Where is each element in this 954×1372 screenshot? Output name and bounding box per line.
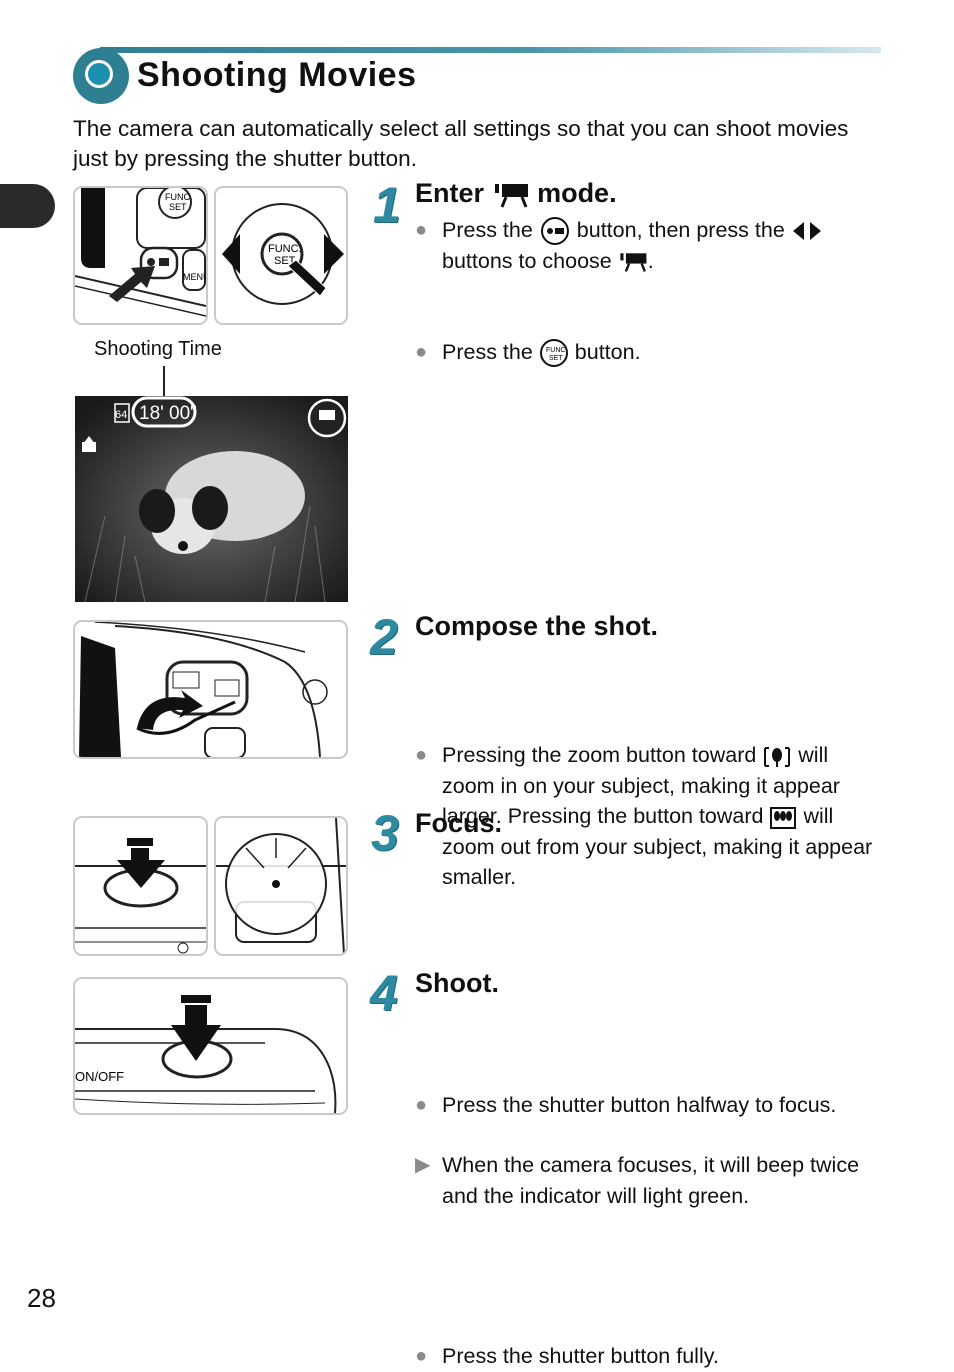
- menu-label: MENU: [183, 272, 206, 282]
- onoff-label: ON/OFF: [75, 1069, 124, 1084]
- indicator-light-icon: [272, 880, 280, 888]
- step-1-bullet-2: ● Press the FUNC SET button.: [415, 337, 882, 368]
- svg-text:FUNC: FUNC: [546, 347, 565, 354]
- step-number: 4: [370, 965, 398, 1021]
- shooting-time-value: 18' 00": [139, 403, 197, 424]
- step-2-bullet-1: ● Pressing the zoom button toward will z…: [415, 740, 882, 893]
- bullet-icon: ●: [415, 744, 428, 767]
- control-dial-illustration: FUNC. SET: [214, 186, 348, 325]
- step-3-bullet-2: ▶ When the camera focuses, it will beep …: [415, 1150, 882, 1211]
- movie-button-icon: [540, 217, 569, 246]
- right-arrow-icon: [324, 234, 344, 274]
- shooting-time-caption: Shooting Time: [94, 338, 222, 360]
- intro-text: The camera can automatically select all …: [73, 116, 849, 171]
- func-label: FUNC.: [165, 192, 193, 202]
- left-right-arrows-icon: [792, 222, 821, 241]
- step-3-bullet-1: ● Press the shutter button halfway to fo…: [415, 1090, 882, 1121]
- full-press-illustration: ON/OFF: [73, 977, 348, 1115]
- movie-mode-icon: [620, 253, 647, 272]
- memory-label: 64: [115, 409, 127, 421]
- result-arrow-icon: ▶: [415, 1154, 431, 1177]
- lcd-screen-photo: 64 18' 00": [75, 396, 348, 602]
- step-number: 2: [370, 609, 398, 665]
- telephoto-icon: [764, 746, 791, 767]
- step-heading: Focus.: [415, 808, 503, 838]
- step-number: 3: [371, 805, 399, 861]
- left-arrow-icon: [222, 234, 240, 274]
- section-tab: [0, 184, 55, 228]
- zoom-lever-illustration: [73, 620, 348, 759]
- focus-indicator-illustration: [214, 816, 348, 956]
- movie-mode-icon: [494, 183, 528, 208]
- func-set-button-icon: FUNC SET: [539, 339, 568, 368]
- step-heading: Shoot.: [415, 968, 499, 998]
- step-heading: Enter mode.: [415, 178, 617, 208]
- half-press-illustration: [73, 816, 208, 956]
- bullet-icon: ●: [415, 219, 428, 241]
- caption-leader-line: [163, 366, 165, 396]
- step-4-bullet-1: ● Press the shutter button fully.: [415, 1341, 882, 1372]
- set-label: SET: [169, 202, 187, 212]
- svg-text:FUNC.: FUNC.: [268, 243, 302, 255]
- camera-back-illustration: FUNC. SET MENU: [73, 186, 208, 325]
- section-circle-icon: [73, 48, 129, 104]
- step-heading: Compose the shot.: [415, 611, 659, 641]
- bullet-icon: ●: [415, 1093, 428, 1116]
- bullet-icon: ●: [415, 341, 428, 363]
- movie-mode-icon: [319, 410, 335, 420]
- svg-text:SET: SET: [549, 355, 563, 362]
- page-title: Shooting Movies: [137, 56, 417, 94]
- movie-button-illustration: FUNC. SET MENU: [75, 188, 206, 317]
- page-number: 28: [27, 1283, 56, 1313]
- step-1-bullet-1: ● Press the button, then press the butto…: [415, 215, 882, 276]
- wide-angle-icon: [770, 806, 797, 829]
- bullet-icon: ●: [415, 1345, 428, 1368]
- step-number: 1: [373, 177, 401, 233]
- title-rule: [100, 47, 881, 53]
